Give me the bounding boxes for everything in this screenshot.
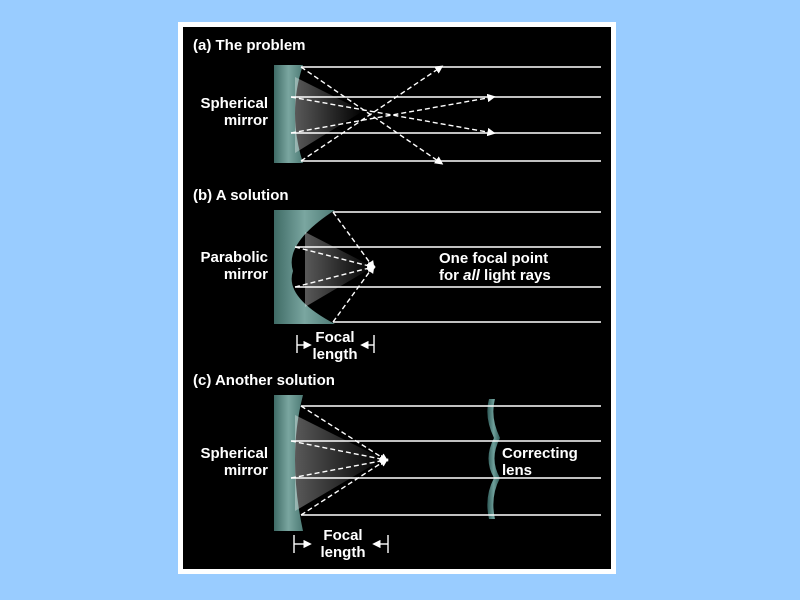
panel-a-mirror-label: Spherical mirror [200,95,268,129]
panel-c-mirror-label-line2: mirror [223,462,268,479]
focal-length-label-c: Focal length [311,527,375,561]
figure-panel: (a) The problem Spherical mirror (b) A s… [183,27,611,569]
panel-c-diagram [274,395,601,553]
panel-a-mirror-label-line2: mirror [223,112,268,129]
panel-c-mirror-label-line1: Spherical [200,445,268,462]
panel-a-title: (a) The problem [193,37,306,54]
panel-b-mirror-label: Parabolic mirror [200,249,268,283]
focal-point-note-line2: for all light rays [439,267,551,284]
correcting-lens-label: Correcting lens [502,445,578,479]
optics-diagram [274,65,601,553]
panel-a-diagram [274,65,601,165]
correcting-lens [487,399,500,519]
panel-c-mirror-label: Spherical mirror [200,445,268,479]
panel-a-mirror-label-line1: Spherical [200,95,268,112]
mirror-glow-a [295,77,363,153]
panel-b-diagram [274,210,601,353]
incoming-rays-c [291,405,601,516]
parabolic-mirror [274,210,335,324]
focal-length-label-b-line1: Focal [315,329,355,346]
focal-point-note-pre: for [439,267,464,284]
mirror-glow-c [295,415,383,511]
incoming-rays-b [295,211,601,323]
focal-length-label-c-line1: Focal [323,527,363,544]
reflected-rays-a [290,65,496,165]
mirror-glow-b [305,232,373,307]
reflected-rays-c [290,405,389,516]
focal-point-note-emphasis: all [463,267,480,284]
focal-point-note-line1: One focal point [439,250,549,267]
focal-length-label-b-line2: length [312,346,358,363]
focal-length-label-c-line2: length [320,544,366,561]
focal-length-label-b: Focal length [305,329,365,363]
panel-b-mirror-label-line1: Parabolic [200,249,268,266]
panel-b-title: (b) A solution [193,187,289,204]
panel-b-mirror-label-line2: mirror [223,266,268,283]
correcting-lens-label-line2: lens [502,462,533,479]
focal-length-bracket-b [296,335,375,353]
correcting-lens-label-line1: Correcting [502,445,578,462]
focal-point-note-post: light rays [479,267,551,284]
reflected-rays-b [294,211,376,323]
focal-length-bracket-c [293,535,389,553]
focal-point-note: One focal point for all light rays [439,250,551,284]
panel-c-title: (c) Another solution [193,372,335,389]
